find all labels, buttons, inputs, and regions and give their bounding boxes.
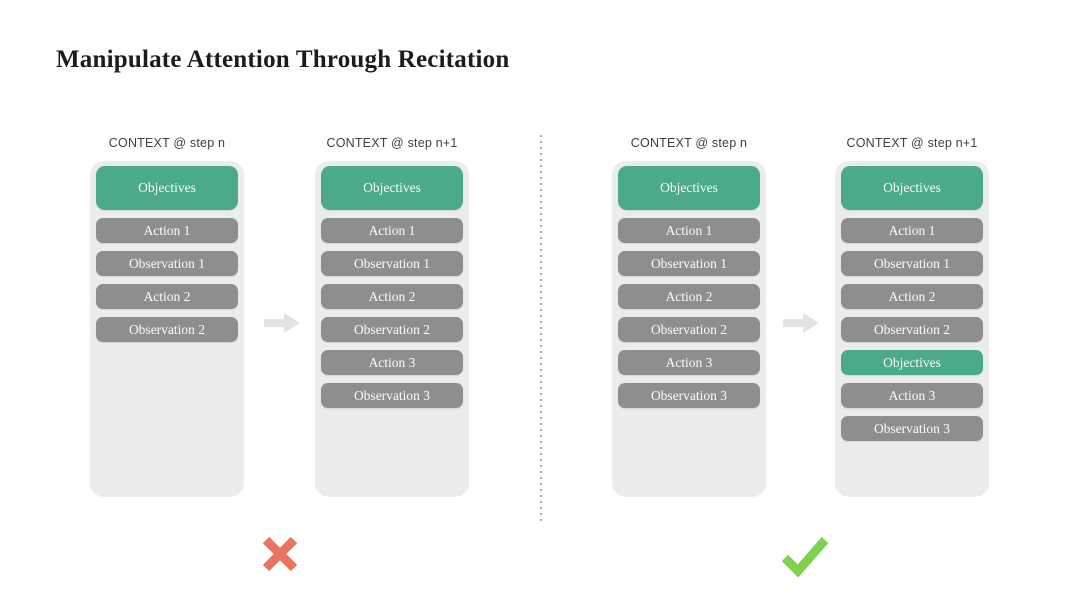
context-step-label: CONTEXT @ step n [630,136,748,150]
pill-objectives: Objectives [618,166,760,210]
context-step-label: CONTEXT @ step n+1 [846,136,978,150]
pill-action-2: Action 2 [618,284,760,309]
pill-action-1: Action 1 [841,218,983,243]
pill-action-3: Action 3 [841,383,983,408]
check-icon [781,537,829,577]
context-step-label: CONTEXT @ step n+1 [326,136,458,150]
pill-observation-3: Observation 3 [618,383,760,408]
pill-objectives: Objectives [321,166,463,210]
context-step-label: CONTEXT @ step n [108,136,226,150]
pill-action-2: Action 2 [321,284,463,309]
cross-icon [262,536,298,572]
pill-observation-1: Observation 1 [841,251,983,276]
pill-action-1: Action 1 [96,218,238,243]
pill-observation-1: Observation 1 [321,251,463,276]
right-arrow-icon [783,313,819,333]
pill-action-1: Action 1 [321,218,463,243]
right-arrow-icon [264,313,300,333]
pill-action-3: Action 3 [321,350,463,375]
page-title: Manipulate Attention Through Recitation [56,46,510,73]
vertical-dotted-divider [540,135,542,522]
pill-observation-2: Observation 2 [841,317,983,342]
pill-action-2: Action 2 [841,284,983,309]
pill-observation-2: Observation 2 [618,317,760,342]
pill-action-1: Action 1 [618,218,760,243]
pill-objectives: Objectives [841,166,983,210]
pill-objectives: Objectives [96,166,238,210]
pill-observation-3: Observation 3 [841,416,983,441]
pill-observation-3: Observation 3 [321,383,463,408]
pill-observation-1: Observation 1 [618,251,760,276]
pill-action-3: Action 3 [618,350,760,375]
pill-observation-2: Observation 2 [96,317,238,342]
pill-observation-1: Observation 1 [96,251,238,276]
pill-observation-2: Observation 2 [321,317,463,342]
pill-action-2: Action 2 [96,284,238,309]
pill-objectives: Objectives [841,350,983,375]
